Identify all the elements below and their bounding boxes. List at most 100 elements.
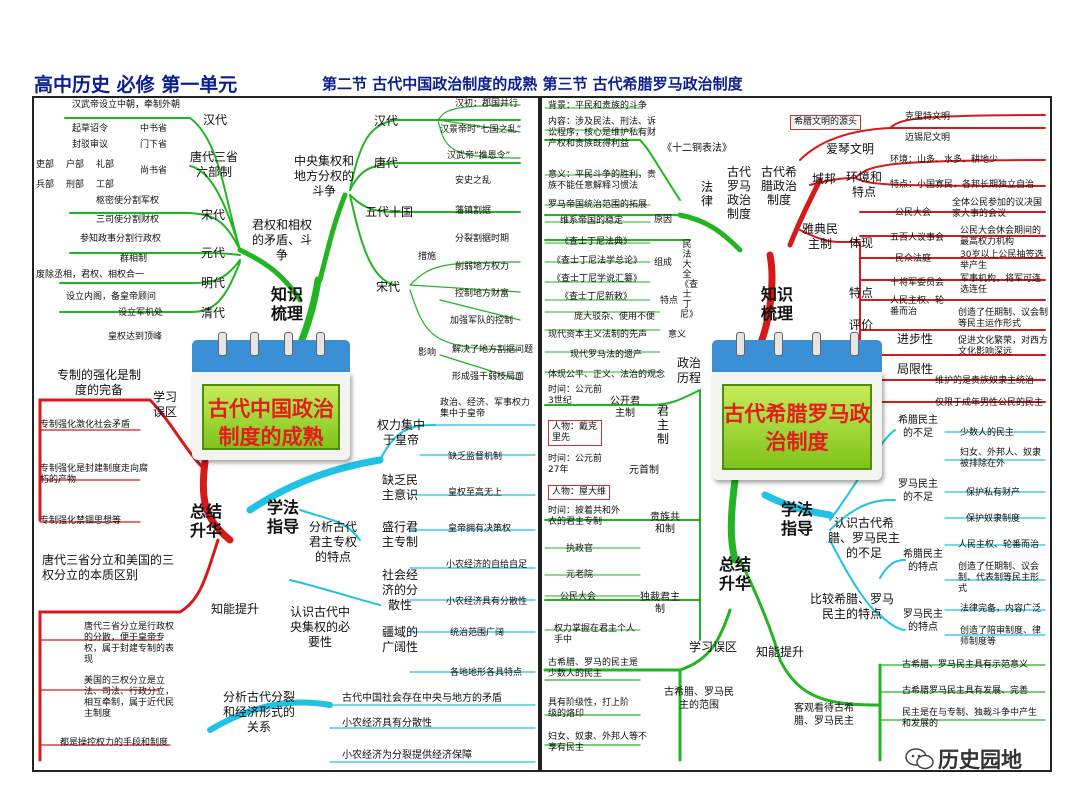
line-qing-l <box>59 261 241 313</box>
calendar-ring <box>736 332 745 356</box>
wuqu-item-1: 专制的强化是制度的完备 <box>56 368 141 397</box>
right-branch-zongjie: 总结升华 <box>718 555 751 593</box>
line-xila <box>787 177 823 248</box>
luoma-zucheng: 组成 <box>654 258 673 268</box>
line-yingxiang <box>409 289 521 381</box>
tisheng-r-leaf-1: 古希腊、罗马民主具有示范意义 <box>902 660 1029 670</box>
jinbu-leaf-1: 创造了任期制、议会制等民主运作形式 <box>958 308 1049 329</box>
line-wuqu-r <box>543 608 732 762</box>
wuqu-r-leaf-1: 古希腊、罗马的民主是少数人的民主 <box>548 658 639 679</box>
calendar-ring <box>812 332 821 356</box>
xila-pingjia: 评价 <box>848 318 873 332</box>
luoma-ducai: 独裁君主制 <box>640 592 680 615</box>
xila-tedian: 特点 <box>848 286 873 300</box>
juxian-leaf-2: 仅限于成年男性公民的民主 <box>935 398 1044 408</box>
cuoshi-leaf-1: 削弱地方权力 <box>455 262 510 272</box>
xila-td-leaf-1: 人民主权、轮番而治 <box>958 540 1040 550</box>
tixian-row-4a: 十将军委员会 <box>890 278 945 288</box>
xuefa-tedian: 分析古代君主专权的特点 <box>308 520 357 564</box>
junquan-yuan-leaf: 群相制 <box>120 254 148 264</box>
zhongyang-tang: 唐代 <box>373 156 398 170</box>
cuoshi-leaf-3: 加强军队的控制 <box>450 316 514 326</box>
junquan-label: 君权和相权的矛盾、斗争 <box>251 218 312 262</box>
wuqu-r-label: 古希腊、罗马民主的范围 <box>664 687 734 711</box>
header-title-left: 高中历史 必修 第一单元 <box>34 74 238 96</box>
junquan-song: 宋代 <box>200 208 225 222</box>
cuoshi-leaf-2: 控制地方财富 <box>455 289 510 299</box>
junquan-ming: 明代 <box>200 276 225 290</box>
junquan-han-leaf: 汉武帝设立中朝，牵制外朝 <box>72 100 181 110</box>
zhongyang-cuoshi: 措施 <box>418 252 437 262</box>
minzhu-leaf: 皇权至高无上 <box>448 488 503 498</box>
calendar-title-panel <box>722 384 872 470</box>
guizu-leaf-1: 时间：披着共和外衣的君主专制 <box>548 506 621 527</box>
juxian-leaf-1: 维护的是贵族奴隶主统治 <box>935 376 1035 386</box>
tang-row-3c: 礼部 <box>96 160 115 170</box>
line-wudai <box>349 194 521 213</box>
luoma-junzhu: 君主制 <box>656 404 669 446</box>
calendar-ring <box>774 332 783 356</box>
right-branch-xuefa: 学法指导 <box>780 500 813 538</box>
line-tisheng-leaves <box>39 639 171 746</box>
luoma-td-leaf-1: 法律完备，内容广泛 <box>960 604 1042 614</box>
line-wuqu-r-leaves <box>544 679 641 746</box>
zhongyang-wudai-leaf-1: 藩镇割据 <box>455 206 492 216</box>
line-han-r <box>349 119 521 191</box>
line-tang-l <box>189 165 241 251</box>
line-xuefa-r-leaves <box>944 431 1046 636</box>
xila-jinbu: 进步性 <box>896 332 933 346</box>
line-junquan <box>237 247 303 303</box>
xila-huanjing: 环境和特点 <box>846 170 883 199</box>
wuqu-r-leaf-3: 妇女、奴隶、外邦人等不享有民主 <box>548 732 648 753</box>
line-tang-r <box>349 162 521 191</box>
xuefa-biyao: 认识古代中央集权的必要性 <box>289 605 350 649</box>
jiangyu-leaf-2: 各地地形各具特点 <box>450 668 523 678</box>
zhongyang-han: 汉代 <box>373 114 398 128</box>
yuanyin-leaf-2: 维系帝国的稳定 <box>560 216 624 226</box>
xuefa-r-luoma-buzu: 罗马民主的不足 <box>898 479 938 503</box>
left-center-title: 古代中国政治制度的成熟 <box>208 397 334 449</box>
right-branch-tisheng: 知能提升 <box>755 645 804 659</box>
fenxi-leaf-3: 小农经济为分裂提供经济保障 <box>342 750 472 761</box>
line-xila-aiqin <box>799 114 1046 161</box>
yiyi2-leaf-1: 现代资本主义法制的先声 <box>548 330 648 340</box>
left-branch-zongjie: 总结升华 <box>189 502 222 540</box>
zhongyang-han-leaf-3: 汉武帝“推恩令” <box>447 151 511 161</box>
right-branch-zhishi: 知识梳理 <box>760 285 793 323</box>
fenxi-leaf-2: 小农经济具有分散性 <box>342 718 432 729</box>
guizu-leaf-4: 公民大会 <box>560 592 597 602</box>
tang-row-4b: 刑部 <box>66 180 85 190</box>
yuanyin-leaf-1: 罗马帝国统治范围的拓展 <box>548 200 648 210</box>
gg-time: 时间：公元前3世纪 <box>548 385 603 406</box>
huanjing-leaf-1: 环境：山多、水多、耕地少 <box>890 155 999 165</box>
calendar-top <box>192 340 350 374</box>
zhongyang-song: 宋代 <box>375 280 400 294</box>
line-han-leaves <box>437 104 521 159</box>
luoma-shierbiao: 《十二铜表法》 <box>662 143 732 154</box>
line-tisheng-r-leaves <box>879 664 1046 721</box>
luoma-yiyi: 意义：平民斗争的胜利，贵族不能任意解释习惯法 <box>548 170 657 191</box>
zhongyang-wudai: 五代十国 <box>364 205 413 219</box>
wuqu-item-3: 专制强化是封建制度走向腐朽的产物 <box>40 464 149 485</box>
junquan-tang: 唐代三省六部制 <box>189 150 238 179</box>
aiqin-box: 希腊文明的源头 <box>790 115 862 130</box>
tang-row-4a: 兵部 <box>36 180 55 190</box>
tixian-row-1b: 全体公民参加的议决国家大事的会议 <box>952 198 1043 219</box>
junquan-qing: 清代 <box>200 306 225 320</box>
ys-time: 时间：公元前27年 <box>548 454 603 475</box>
ducai-leaf: 权力掌握在君主个人手中 <box>554 624 636 645</box>
yingxiang-leaf-2: 形成强干弱枝局面 <box>452 372 525 382</box>
luoma-yiyi2: 意义 <box>668 330 687 340</box>
zhongyang-tang-leaf: 安史之乱 <box>455 176 492 186</box>
xuefa-r-bijiao: 比较希腊、罗马民主的特点 <box>809 592 894 621</box>
luoma-label: 古代罗马政治制度 <box>726 165 751 221</box>
line-luoma-tree <box>544 139 701 641</box>
line-zhishi-r <box>756 251 776 349</box>
junquan-song-leaf-3: 参知政事分割行政权 <box>80 234 162 244</box>
xila-aiqin: 爱琴文明 <box>825 142 874 156</box>
luoma-yuanshou: 元首制 <box>629 465 659 476</box>
junquan-yuan: 元代 <box>200 246 225 260</box>
line-xila-chengbang <box>809 159 1046 187</box>
xuefa-shengxing: 盛行君主专制 <box>382 520 419 549</box>
header-title-right: 第二节 古代中国政治制度的成熟 第三节 古代希腊罗马政治制度 <box>322 75 743 93</box>
